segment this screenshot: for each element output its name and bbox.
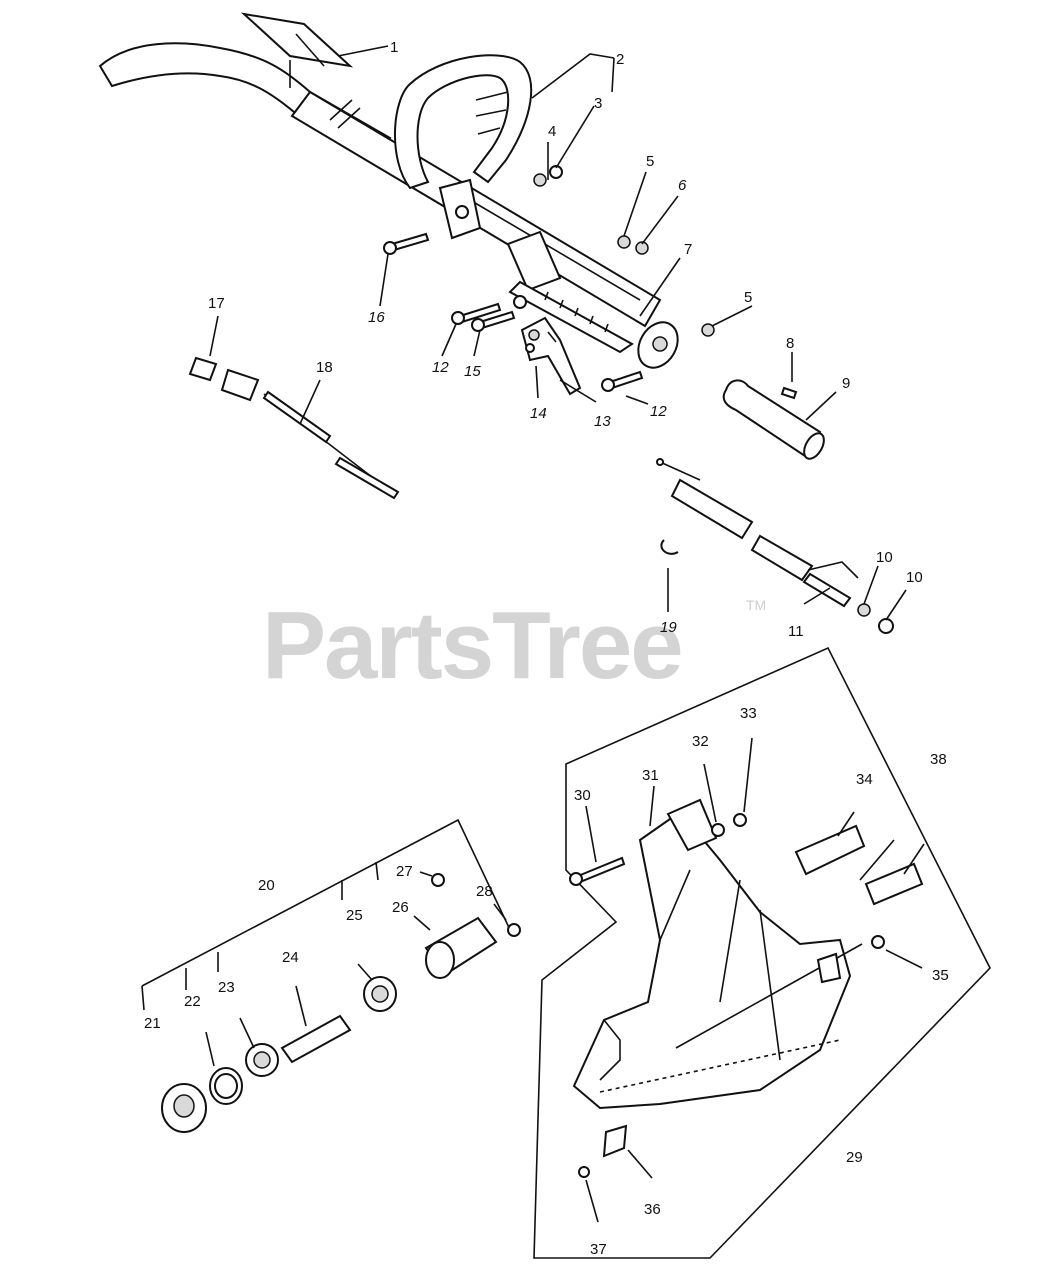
handle-grip-tube bbox=[722, 379, 825, 460]
callout-21: 21 bbox=[144, 1015, 161, 1032]
callout-29: 29 bbox=[846, 1149, 863, 1166]
loop-handle bbox=[393, 54, 533, 240]
callout-28: 28 bbox=[476, 883, 493, 900]
callout-4: 4 bbox=[548, 123, 556, 140]
trimmer-guard bbox=[572, 798, 863, 1110]
callout-33: 33 bbox=[740, 705, 757, 722]
callout-27: 27 bbox=[396, 863, 413, 880]
callout-6: 6 bbox=[678, 177, 687, 194]
throttle-cable bbox=[656, 458, 894, 634]
decal-label-part-1 bbox=[240, 12, 354, 88]
gear-head-components bbox=[161, 873, 521, 1133]
callout-19: 19 bbox=[660, 619, 677, 636]
callout-35: 35 bbox=[932, 967, 949, 984]
callout-10-b: 10 bbox=[906, 569, 923, 586]
callout-34: 34 bbox=[856, 771, 873, 788]
guard-outline-bracket bbox=[533, 646, 991, 1259]
guard-hardware bbox=[569, 813, 885, 1178]
callout-8: 8 bbox=[786, 335, 794, 352]
callout-13: 13 bbox=[594, 413, 611, 430]
callout-9: 9 bbox=[842, 375, 850, 392]
throttle-housing bbox=[506, 230, 679, 369]
watermark-trademark: TM bbox=[746, 597, 766, 613]
callout-14: 14 bbox=[530, 405, 547, 422]
callout-24: 24 bbox=[282, 949, 299, 966]
callout-36: 36 bbox=[644, 1201, 661, 1218]
screws-and-nuts-upper bbox=[383, 165, 715, 392]
callout-7: 7 bbox=[684, 241, 692, 258]
callout-11: 11 bbox=[788, 623, 804, 640]
callout-17: 17 bbox=[208, 295, 225, 312]
callout-2: 2 bbox=[616, 51, 624, 68]
callout-32: 32 bbox=[692, 733, 709, 750]
callout-3: 3 bbox=[594, 95, 602, 112]
callout-16: 16 bbox=[368, 309, 385, 326]
callout-5-upper: 5 bbox=[646, 153, 654, 170]
callout-31: 31 bbox=[642, 767, 659, 784]
leader-lines bbox=[141, 45, 925, 1223]
callout-1: 1 bbox=[390, 39, 398, 56]
callout-22: 22 bbox=[184, 993, 201, 1010]
gear-head-bracket bbox=[141, 818, 513, 990]
callout-30: 30 bbox=[574, 787, 591, 804]
callout-labels: 1 2 3 4 5 6 7 5 8 9 10 10 11 12 12 13 14… bbox=[144, 39, 949, 1258]
callout-25: 25 bbox=[346, 907, 363, 924]
callout-5-lower: 5 bbox=[744, 289, 752, 306]
throttle-trigger bbox=[520, 316, 582, 396]
callout-10-a: 10 bbox=[876, 549, 893, 566]
callout-26: 26 bbox=[392, 899, 409, 916]
watermark-text: PartsTree bbox=[262, 592, 682, 699]
callout-37: 37 bbox=[590, 1241, 607, 1258]
callout-18: 18 bbox=[316, 359, 333, 376]
drive-shaft-tube bbox=[98, 42, 662, 328]
callout-38: 38 bbox=[930, 751, 947, 768]
callout-20: 20 bbox=[258, 877, 275, 894]
drive-cable-parts bbox=[188, 356, 400, 500]
guard-decals bbox=[794, 824, 924, 906]
callout-15: 15 bbox=[464, 363, 481, 380]
callout-12-right: 12 bbox=[650, 403, 667, 420]
callout-12-left: 12 bbox=[432, 359, 449, 376]
callout-23: 23 bbox=[218, 979, 235, 996]
